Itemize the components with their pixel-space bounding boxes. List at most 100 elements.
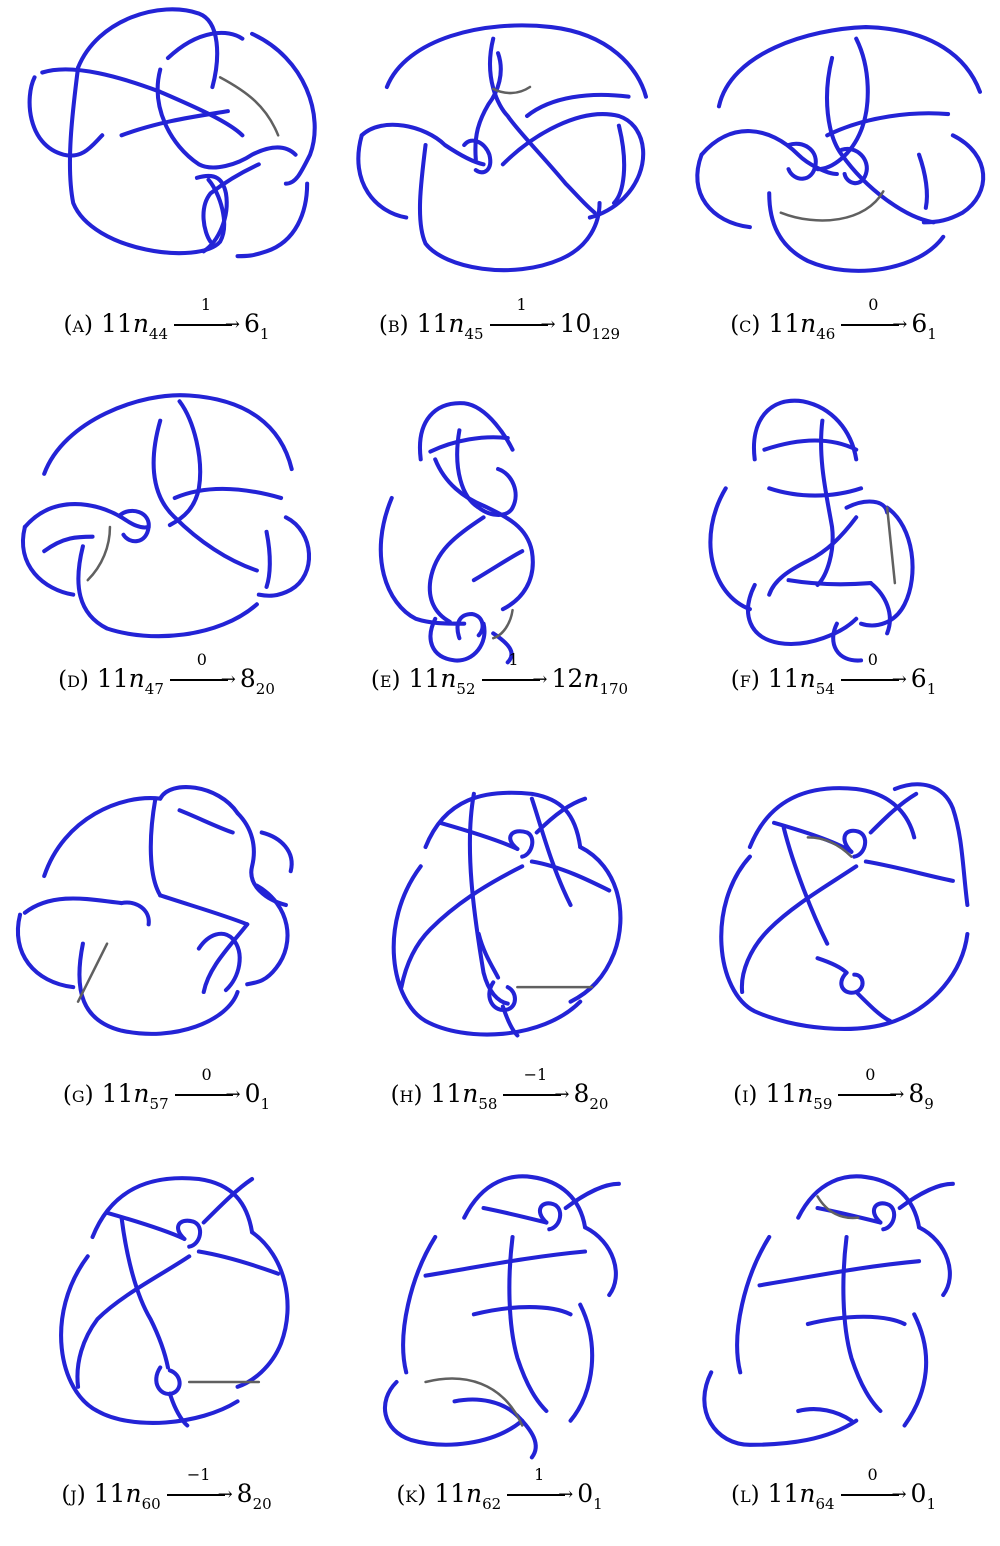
- target-knot: 61: [244, 309, 269, 342]
- knot-strand: [854, 989, 893, 1024]
- knot-strand: [525, 92, 631, 119]
- knot-strand: [427, 515, 486, 624]
- source-type: n: [125, 1479, 142, 1508]
- source-index: 52: [456, 680, 476, 698]
- target-knot: 10129: [560, 309, 620, 342]
- knot-strand: [194, 173, 229, 254]
- band-arc: [885, 506, 897, 585]
- knot-strand: [250, 31, 317, 186]
- arrow-label: 1: [508, 650, 519, 669]
- band-arc: [86, 525, 112, 582]
- knot-strand: [781, 825, 830, 946]
- target-crossings: 8: [239, 664, 256, 693]
- knot-strand: [762, 438, 859, 452]
- target-index: 1: [593, 1495, 603, 1513]
- knot-strand: [786, 141, 818, 181]
- arrow-head: →: [532, 669, 548, 690]
- source-knot: 11n44: [101, 309, 168, 342]
- arrow-shaft: [174, 1094, 233, 1096]
- band-arc: [218, 76, 280, 137]
- knot-strand: [831, 621, 864, 663]
- source-knot: 11n47: [96, 664, 164, 697]
- knot-panel: (h) 11n58−1→820: [333, 760, 666, 1135]
- knot-strand: [77, 941, 240, 1036]
- source-type: n: [800, 309, 817, 338]
- knot-strand: [859, 505, 915, 628]
- knot-strand: [235, 811, 288, 908]
- arrow-head: →: [891, 1484, 907, 1505]
- knot-strand: [467, 791, 510, 1006]
- knot-strand: [399, 864, 525, 990]
- knot-strand: [534, 796, 588, 835]
- panel-tag: (k): [396, 1482, 427, 1508]
- knot-strand: [76, 544, 259, 639]
- target-knot: 89: [908, 1079, 933, 1112]
- arrow-shaft: [503, 1094, 562, 1096]
- knot-strand: [423, 1249, 588, 1278]
- knot-strand: [176, 1218, 203, 1249]
- knot-strand: [481, 1205, 549, 1225]
- knot-strand: [825, 111, 951, 138]
- band-move-arrow: 0→: [840, 652, 907, 690]
- target-crossings: 0: [577, 1479, 594, 1508]
- source-crossings: 11: [408, 664, 441, 693]
- knot-strand: [158, 893, 250, 927]
- target-crossings: 6: [911, 309, 928, 338]
- target-index: 1: [260, 1095, 271, 1113]
- knot-strand: [917, 1225, 952, 1298]
- source-index: 47: [144, 680, 164, 698]
- arrow-shaft: [840, 679, 899, 681]
- source-crossings: 11: [96, 664, 129, 693]
- knot-strand: [462, 138, 493, 175]
- knot-diagram: [356, 23, 648, 273]
- knot-diagram: [378, 401, 535, 665]
- knot-strand: [568, 1302, 595, 1423]
- knot-strand: [455, 428, 518, 517]
- knot-strand: [42, 534, 95, 554]
- knot-strand: [746, 582, 859, 646]
- band-move-arrow: 1→: [507, 1467, 573, 1505]
- knot-diagram: [695, 25, 986, 273]
- target-index: 20: [252, 1495, 272, 1513]
- target-knot: 820: [239, 664, 275, 697]
- panel-tag: (j): [61, 1482, 86, 1508]
- knot-strand: [428, 435, 510, 454]
- knot-strand: [105, 1210, 187, 1241]
- knot-strand: [716, 25, 982, 109]
- knot-strand: [529, 796, 573, 908]
- target-crossings: 6: [244, 309, 260, 338]
- panel-tag: (c): [730, 312, 761, 338]
- knot-strand: [201, 922, 250, 995]
- knot-strand: [515, 1413, 538, 1460]
- source-type: n: [799, 1479, 816, 1508]
- source-index: 59: [813, 1095, 833, 1113]
- knot-strand: [796, 1174, 922, 1230]
- arrow-shaft: [507, 1494, 566, 1496]
- arrow-shaft: [174, 324, 233, 326]
- knot-strand: [76, 7, 220, 90]
- knot-strand: [815, 418, 835, 588]
- knot-strand: [196, 1249, 281, 1276]
- band-arc: [424, 1377, 524, 1427]
- knot-diagram: [391, 790, 623, 1038]
- knot-strand: [471, 1305, 573, 1317]
- arrow-label: 0: [201, 1065, 212, 1084]
- knot-strand: [563, 1181, 621, 1211]
- source-crossings: 11: [101, 1079, 134, 1108]
- panel-tag: (f): [730, 667, 760, 693]
- panel-tag: (l): [731, 1482, 760, 1508]
- knot-strand: [863, 859, 955, 883]
- knot-strand: [508, 829, 535, 859]
- knot-strand: [167, 1391, 190, 1428]
- target-crossings: 8: [573, 1079, 590, 1108]
- band-move-arrow: 1→: [489, 297, 556, 335]
- source-type: n: [466, 1479, 483, 1508]
- knot-strand: [201, 162, 261, 244]
- target-crossings: 0: [244, 1079, 261, 1108]
- panel-tag: (d): [58, 667, 89, 693]
- source-crossings: 11: [93, 1479, 126, 1508]
